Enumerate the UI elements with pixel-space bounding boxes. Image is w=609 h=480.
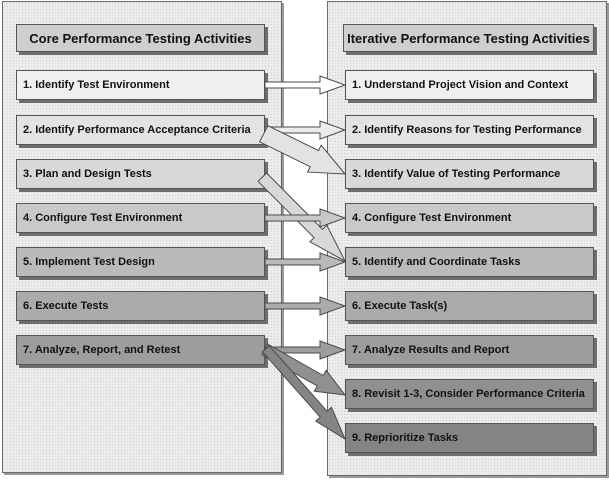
iterative-activity-6: 6. Execute Task(s) (345, 291, 594, 321)
arrow-core7-to-iter9 (261, 344, 347, 441)
core-activity-5: 5. Implement Test Design (16, 247, 265, 277)
arrow-core5-to-iter5 (264, 252, 347, 272)
arrow-core6-to-iter6 (264, 296, 347, 316)
arrow-core1-to-iter1 (264, 75, 347, 95)
core-activity-3: 3. Plan and Design Tests (16, 159, 265, 189)
core-activities-header: Core Performance Testing Activities (16, 24, 265, 52)
iterative-activity-4: 4. Configure Test Environment (345, 203, 594, 233)
iterative-activities-header: Iterative Performance Testing Activities (343, 24, 594, 52)
core-activity-1: 1. Identify Test Environment (16, 70, 265, 100)
iterative-activity-2: 2. Identify Reasons for Testing Performa… (345, 115, 594, 145)
iterative-activity-9: 9. Reprioritize Tasks (345, 423, 594, 453)
iterative-activity-8: 8. Revisit 1-3, Consider Performance Cri… (345, 379, 594, 409)
core-activity-2: 2. Identify Performance Acceptance Crite… (16, 115, 265, 145)
arrow-core4-to-iter4 (264, 208, 347, 228)
iterative-activity-1: 1. Understand Project Vision and Context (345, 70, 594, 100)
core-activity-4: 4. Configure Test Environment (16, 203, 265, 233)
iterative-activity-5: 5. Identify and Coordinate Tasks (345, 247, 594, 277)
core-activity-7: 7. Analyze, Report, and Retest (16, 335, 265, 365)
arrow-core2-to-iter3 (258, 125, 347, 175)
iterative-activity-3: 3. Identify Value of Testing Performance (345, 159, 594, 189)
iterative-activity-7: 7. Analyze Results and Report (345, 335, 594, 365)
